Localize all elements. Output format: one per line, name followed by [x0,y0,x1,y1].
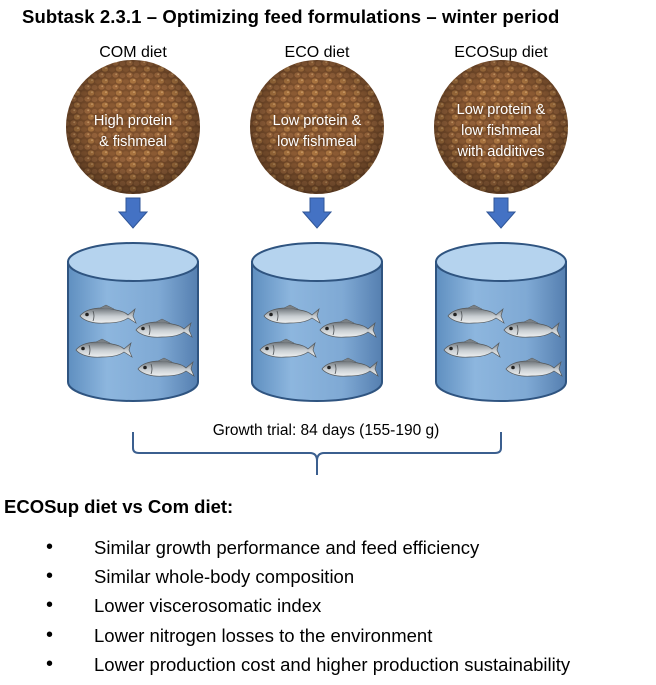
arrow-down-icon [117,197,149,229]
diet-description-line: Low protein & [456,102,546,118]
list-item: Lower production cost and higher product… [40,650,570,679]
list-item: Similar whole-body composition [40,562,570,591]
diet-description-ecosup: Low protein & low fishmeal with additive… [441,100,561,163]
tank-eco [251,242,383,402]
diet-description-line: with additives [457,144,545,160]
list-item: Lower nitrogen losses to the environment [40,621,570,650]
tank-com [67,242,199,402]
diet-description-line: low fishmeal [277,134,357,150]
list-item: Lower viscerosomatic index [40,591,570,620]
grouping-brace [132,432,502,475]
arrow-down-icon [301,197,333,229]
diet-description-line: low fishmeal [461,123,541,139]
conclusion-heading: ECOSup diet vs Com diet: [4,496,234,517]
growth-trial-label: Growth trial: 84 days (155-190 g) [212,422,440,439]
diet-description-line: High protein [93,113,173,129]
diet-description-line: Low protein & [272,113,362,129]
arrow-down-icon [485,197,517,229]
page-title: Subtask 2.3.1 – Optimizing feed formulat… [22,6,560,27]
diet-label-eco: ECO diet [284,44,350,61]
diet-label-com: COM diet [99,44,167,61]
conclusion-list: Similar growth performance and feed effi… [40,533,570,679]
diet-description-line: & fishmeal [99,134,167,150]
tank-ecosup [435,242,567,402]
diet-description-com: High protein & fishmeal [73,111,193,153]
feeding-diagram [66,60,568,475]
diet-description-eco: Low protein & low fishmeal [257,111,377,153]
list-item: Similar growth performance and feed effi… [40,533,570,562]
diet-label-ecosup: ECOSup diet [454,44,548,61]
